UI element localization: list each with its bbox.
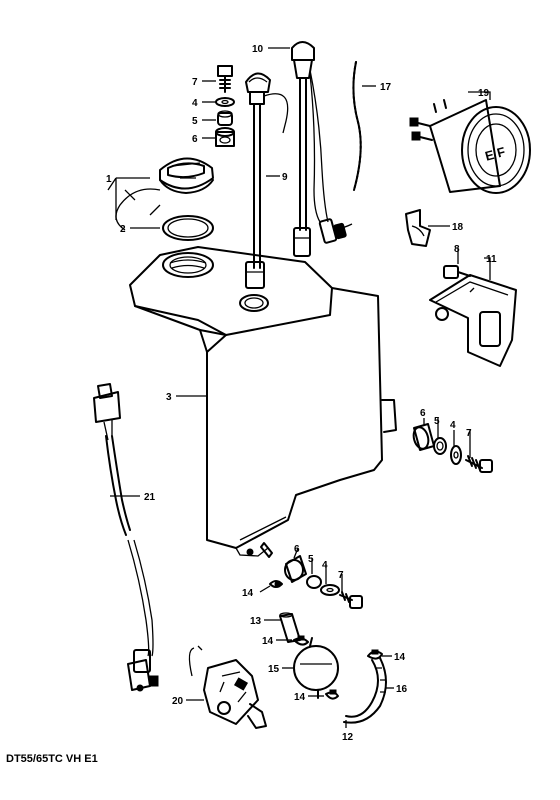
wire-harness-icon bbox=[93, 383, 159, 692]
callout-18: 18 bbox=[452, 222, 464, 233]
callout-6c: 6 bbox=[294, 544, 300, 555]
washer-icon bbox=[450, 445, 462, 465]
callout-16: 16 bbox=[396, 684, 408, 695]
callout-13: 13 bbox=[250, 616, 262, 627]
hose-clamp-icon bbox=[325, 689, 339, 700]
clip-bracket-icon bbox=[405, 209, 431, 247]
fuel-gauge-icon: E F bbox=[409, 99, 531, 194]
callout-14b: 14 bbox=[262, 636, 274, 647]
bolt-icon bbox=[443, 265, 471, 279]
callout-14d: 14 bbox=[394, 652, 406, 663]
callout-3: 3 bbox=[166, 392, 172, 403]
callout-12: 12 bbox=[342, 732, 354, 743]
callout-5b: 5 bbox=[434, 416, 440, 427]
callout-7: 7 bbox=[192, 77, 198, 88]
fuel-pump-icon bbox=[188, 645, 267, 729]
bolt-icon bbox=[465, 455, 493, 473]
washer-icon bbox=[215, 97, 235, 107]
callout-labels: 7 4 5 6 1 2 10 9 17 19 18 8 11 3 6 5 4 7… bbox=[106, 44, 497, 743]
callout-10: 10 bbox=[252, 44, 264, 55]
tank-sender-icon bbox=[291, 41, 353, 257]
gauge-face-text: E F bbox=[483, 144, 506, 164]
callout-8: 8 bbox=[454, 244, 460, 255]
hose-clamp-icon bbox=[269, 580, 283, 588]
callout-1: 1 bbox=[106, 174, 112, 185]
fuel-cap-icon bbox=[115, 157, 214, 231]
callout-21: 21 bbox=[144, 492, 156, 503]
grommet-icon bbox=[215, 127, 235, 147]
callout-5: 5 bbox=[192, 116, 198, 127]
diagram-code: DT55/65TC VH E1 bbox=[6, 753, 98, 765]
collar-icon bbox=[433, 437, 447, 455]
callout-11: 11 bbox=[486, 254, 497, 265]
callout-20: 20 bbox=[172, 696, 184, 707]
callout-19: 19 bbox=[478, 88, 490, 99]
grommet-icon bbox=[412, 423, 435, 451]
fuel-tank-icon bbox=[129, 246, 397, 558]
callout-15: 15 bbox=[268, 664, 280, 675]
fuel-level-tube-icon bbox=[245, 72, 289, 289]
collar-icon bbox=[306, 575, 322, 589]
washer-icon bbox=[320, 584, 340, 596]
leader-lines bbox=[107, 47, 491, 728]
callout-9: 9 bbox=[282, 172, 288, 183]
callout-4c: 4 bbox=[322, 560, 328, 571]
hose-clamp-icon bbox=[293, 635, 309, 646]
callout-17: 17 bbox=[380, 82, 392, 93]
callout-4b: 4 bbox=[450, 420, 456, 431]
hose-clamp-icon bbox=[367, 649, 383, 660]
collar-icon bbox=[217, 110, 233, 126]
callout-5c: 5 bbox=[308, 554, 314, 565]
callout-14c: 14 bbox=[294, 692, 306, 703]
grommet-icon bbox=[284, 555, 307, 583]
callout-2: 2 bbox=[120, 224, 126, 235]
o-ring-icon bbox=[162, 215, 214, 241]
callout-6b: 6 bbox=[420, 408, 426, 419]
callout-4: 4 bbox=[192, 98, 198, 109]
callout-7c: 7 bbox=[338, 570, 344, 581]
mount-bracket-icon bbox=[429, 274, 517, 367]
fuel-filter-icon bbox=[293, 637, 339, 699]
callout-7b: 7 bbox=[466, 428, 472, 439]
bolt-icon bbox=[339, 591, 363, 609]
callout-14a: 14 bbox=[242, 588, 254, 599]
fuel-hose-icon bbox=[279, 612, 301, 643]
bolt-icon bbox=[217, 65, 233, 93]
wire-sleeve-icon bbox=[352, 61, 362, 191]
callout-6: 6 bbox=[192, 134, 198, 145]
fuel-hose-icon bbox=[343, 657, 387, 724]
